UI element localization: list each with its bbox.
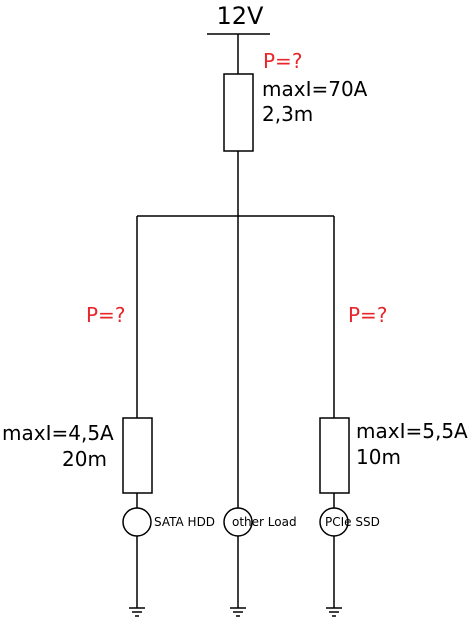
right-power-label: P=? xyxy=(348,303,387,327)
left-max-current-label: maxI=4,5A xyxy=(2,421,114,445)
main-resistor xyxy=(223,73,254,152)
left-ground-symbol xyxy=(129,607,145,617)
right-max-current-label: maxI=5,5A xyxy=(356,419,468,443)
right-length-label: 10m xyxy=(356,445,401,469)
left-load-circle xyxy=(122,507,152,537)
right-resistor xyxy=(319,417,350,494)
supply-voltage-label: 12V xyxy=(217,2,265,30)
middle-ground-symbol xyxy=(230,607,246,617)
main-power-label: P=? xyxy=(263,49,302,73)
main-max-current-label: maxI=70A xyxy=(262,77,368,101)
main-length-label: 2,3m xyxy=(262,102,313,126)
right-load-label: PCIe SSD xyxy=(325,515,380,529)
right-ground-symbol xyxy=(326,607,342,617)
left-power-label: P=? xyxy=(86,303,125,327)
left-length-label: 20m xyxy=(62,447,107,471)
middle-load-label: other Load xyxy=(232,515,297,529)
left-resistor xyxy=(122,417,153,494)
left-load-label: SATA HDD xyxy=(154,515,215,529)
